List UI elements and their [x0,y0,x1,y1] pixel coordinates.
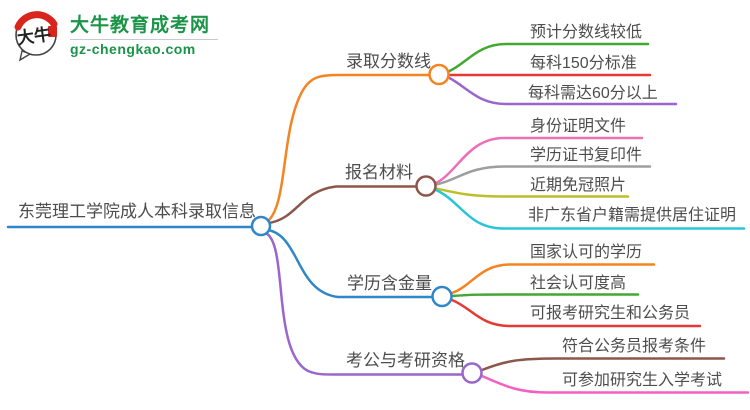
logo-domain: gz-chengkao.com [70,41,196,57]
leaf-node-label[interactable]: 预计分数线较低 [530,24,643,41]
logo-title: 大牛教育成考网 [70,15,211,36]
leaf-connector [448,42,650,73]
leaf-connector [434,165,652,186]
leaf-connector [434,187,630,198]
leaf-node-label[interactable]: 近期免冠照片 [530,177,627,194]
site-logo[interactable]: 大牛 大牛教育成考网 gz-chengkao.com [12,10,218,62]
emblem-text: 大牛 [16,24,52,49]
leaf-node-label[interactable]: 每科150分标准 [530,55,637,72]
branch-node-label[interactable]: 考公与考研资格 [346,351,465,370]
branch-node-label[interactable]: 学历含金量 [347,274,432,293]
branch-connector [266,228,434,299]
branch-node-anchor[interactable] [428,63,450,86]
root-node-label[interactable]: 东莞理工学院成人本科录取信息 [18,202,256,221]
leaf-connector [448,76,678,106]
leaf-node-label[interactable]: 每科需达60分以上 [528,85,658,102]
leaf-node-label[interactable]: 身份证明文件 [530,118,627,135]
branch-node-anchor[interactable] [431,285,453,308]
branch-connector [267,185,418,225]
leaf-connector [450,263,656,295]
leaf-node-label[interactable]: 社会认可度高 [530,275,627,292]
leaf-node-label[interactable]: 国家认可的学历 [530,244,643,261]
leaf-connector [450,298,702,328]
leaf-connector [450,293,640,298]
leaf-node-label[interactable]: 可参加研究生入学考试 [562,372,723,389]
leaf-node-label[interactable]: 非广东省户籍需提供居住证明 [528,207,737,224]
root-node-anchor[interactable] [250,215,272,237]
branch-node-anchor[interactable] [461,362,483,384]
leaf-node-label[interactable]: 符合公务员报考条件 [562,338,707,355]
leaf-connector [434,136,644,185]
daniu-logo-icon: 大牛 [14,11,58,62]
branch-node-label[interactable]: 报名材料 [345,163,413,182]
branch-connector [265,232,463,376]
leaf-node-label[interactable]: 可报考研究生和公务员 [530,305,691,322]
leaf-connector [480,374,750,394]
branch-node-label[interactable]: 录取分数线 [346,52,431,71]
logo-divider [70,39,218,40]
leaf-connector [434,188,746,230]
leaf-connector [480,357,726,372]
leaf-node-label[interactable]: 学历证书复印件 [530,147,643,164]
branch-node-anchor[interactable] [415,175,437,197]
branch-connector [267,73,431,222]
